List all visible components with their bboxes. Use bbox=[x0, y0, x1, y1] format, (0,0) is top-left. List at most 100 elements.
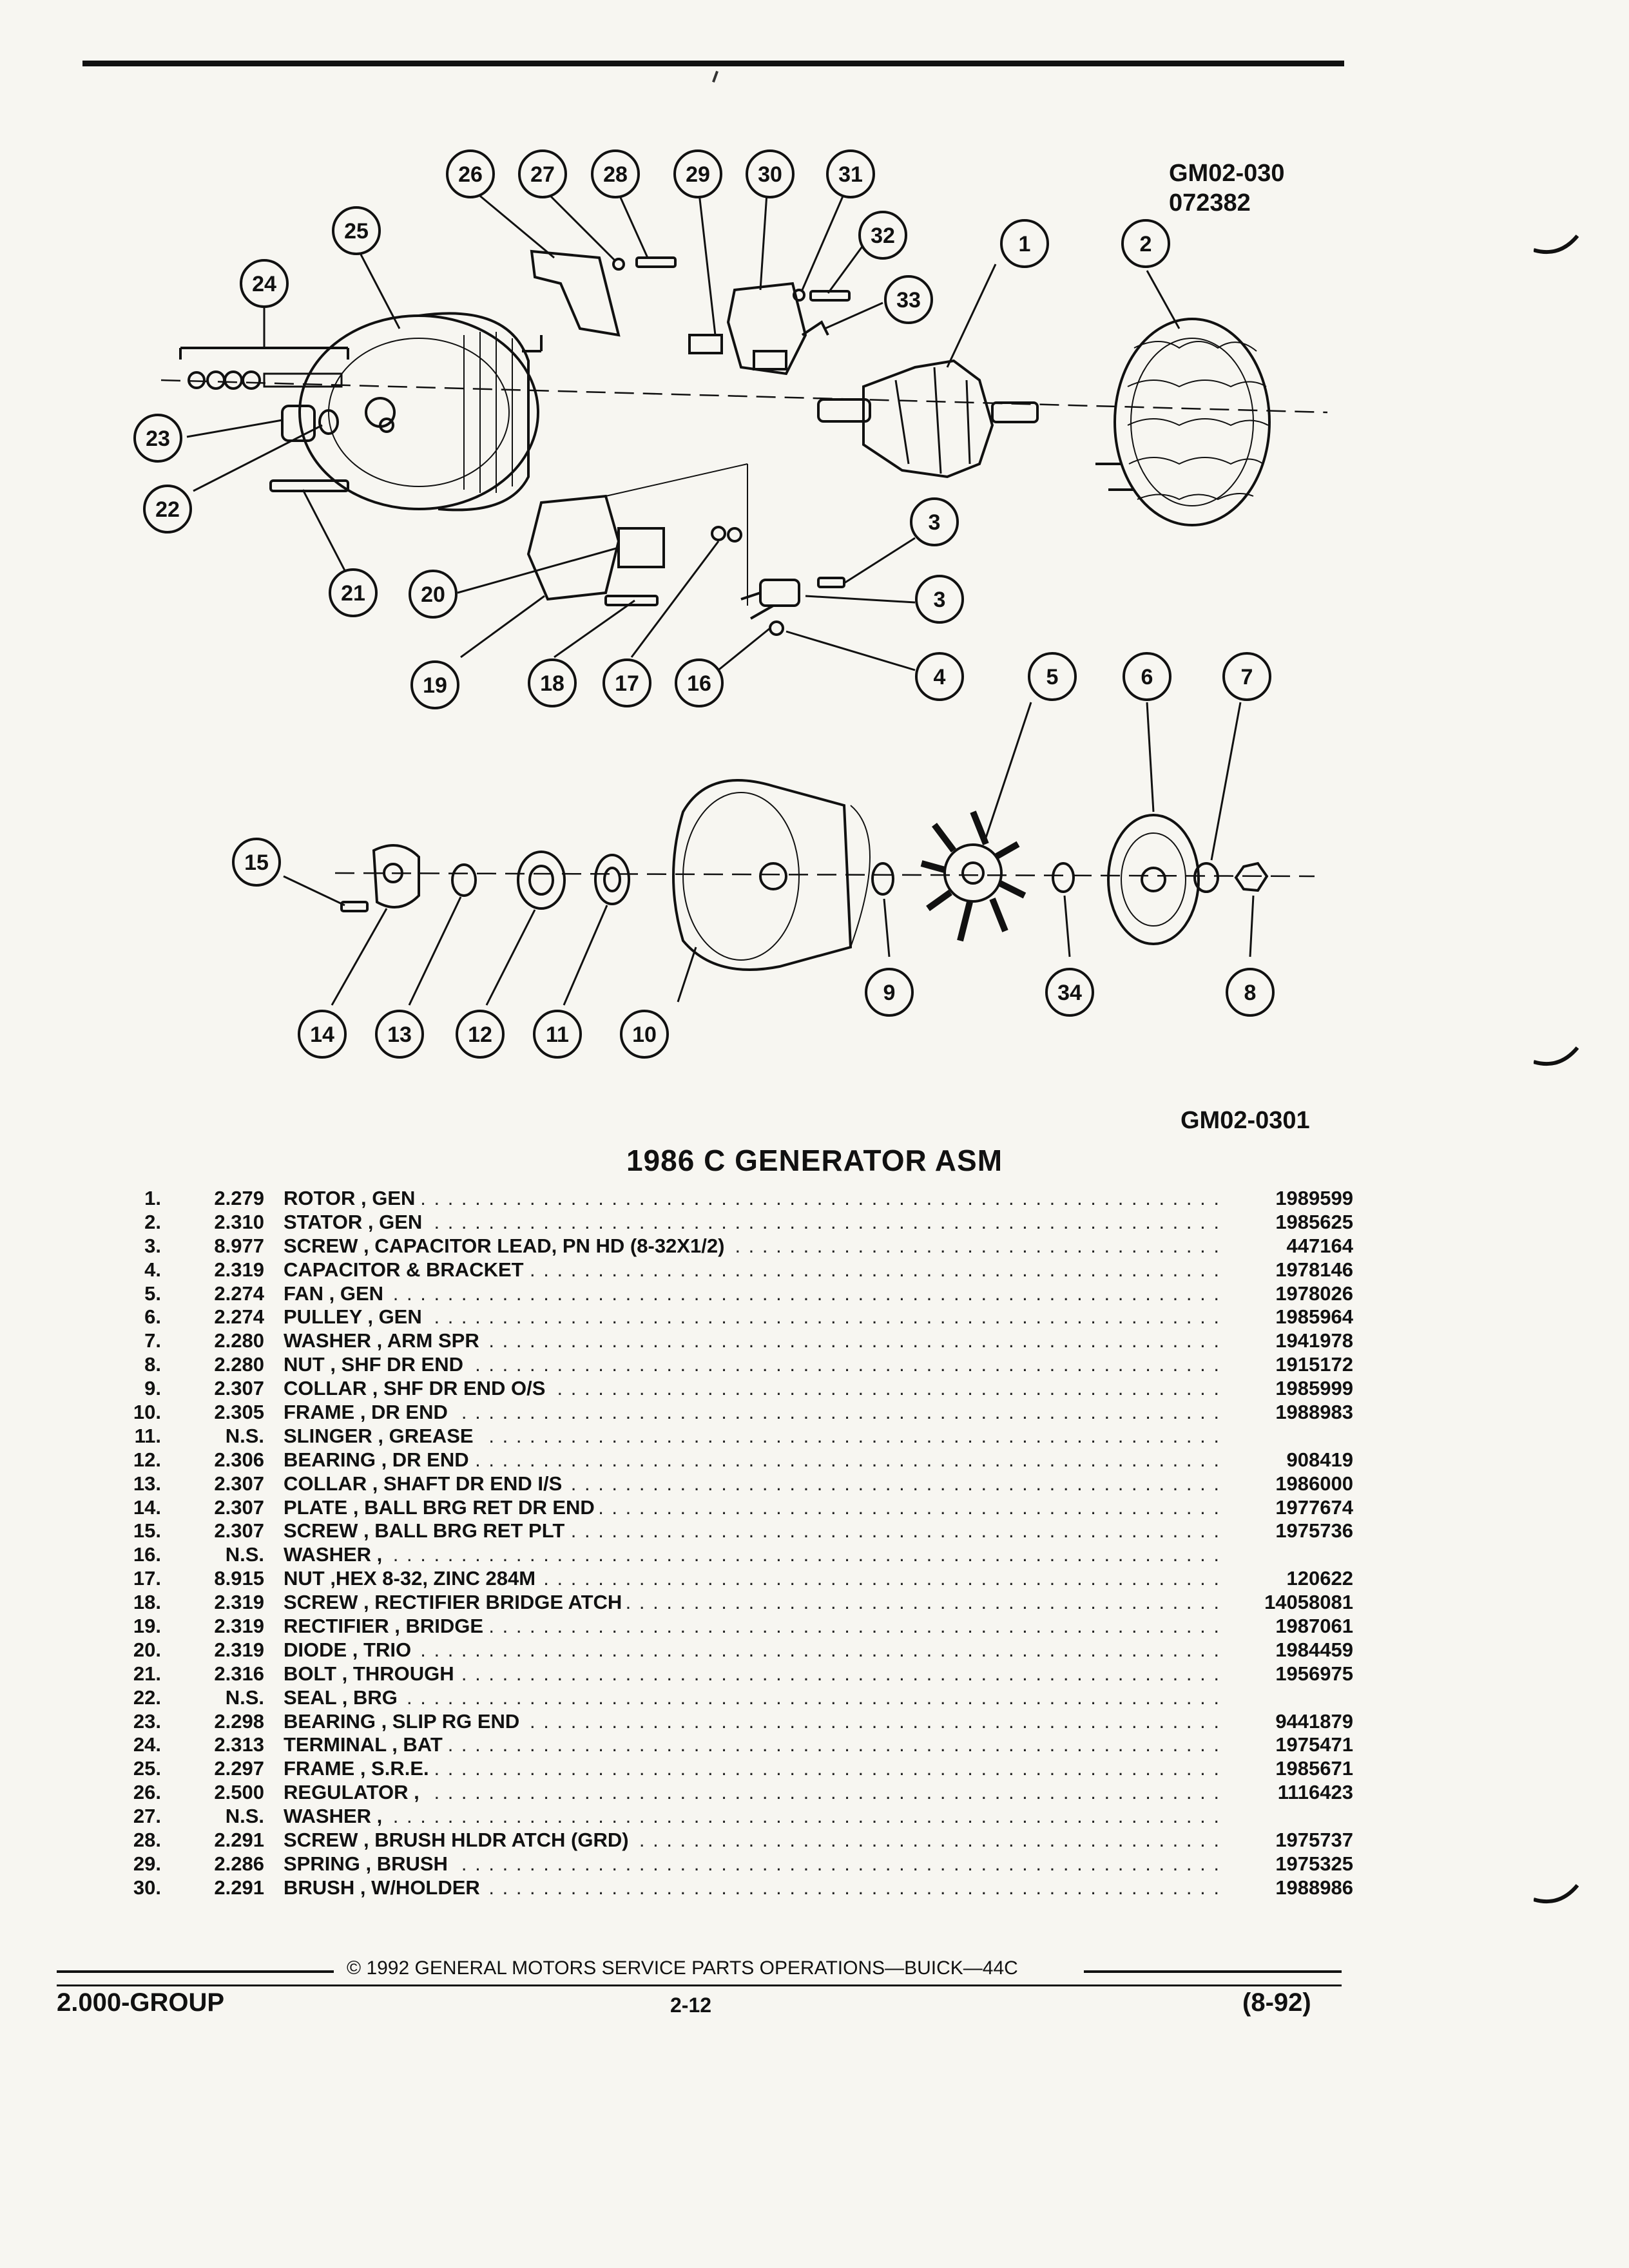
part-description: SEAL , BRG bbox=[264, 1686, 1224, 1709]
callout-28 bbox=[591, 149, 640, 198]
part-number: 1975737 bbox=[1275, 1829, 1353, 1852]
callout-3b bbox=[915, 652, 964, 701]
group-number: 2.307 bbox=[214, 1495, 264, 1519]
callout-29 bbox=[673, 149, 722, 198]
callout-14 bbox=[298, 1010, 347, 1059]
table-row: 16.N.S.WASHER , bbox=[97, 1543, 1353, 1567]
exploded-parts-diagram: 1233456789101112131415161718192021222324… bbox=[133, 149, 1328, 1059]
callout-20 bbox=[409, 570, 458, 619]
part-number: 1116423 bbox=[1277, 1781, 1353, 1804]
callout-10 bbox=[620, 1010, 669, 1059]
part-description: FRAME , DR END bbox=[264, 1401, 1224, 1424]
shaft-nut-part bbox=[1234, 861, 1269, 892]
callout-label: 15 bbox=[244, 850, 269, 875]
part-number: 447164 bbox=[1286, 1234, 1353, 1257]
item-number: 23. bbox=[133, 1709, 161, 1733]
callout-11 bbox=[533, 1010, 582, 1059]
item-number: 28. bbox=[133, 1829, 161, 1852]
group-number: 8.915 bbox=[214, 1567, 264, 1590]
item-number: 2. bbox=[144, 1210, 161, 1233]
callout-label: 21 bbox=[341, 581, 365, 606]
part-number: 1987061 bbox=[1275, 1615, 1353, 1638]
item-number: 20. bbox=[133, 1638, 161, 1661]
brush-holder-part bbox=[688, 282, 851, 376]
callout-16 bbox=[675, 658, 724, 707]
footer-rule-full bbox=[57, 1984, 1342, 1986]
callout-label: 26 bbox=[458, 162, 483, 187]
item-number: 1. bbox=[144, 1187, 161, 1209]
part-description: RECTIFIER , BRIDGE bbox=[264, 1615, 1224, 1638]
washer-34-part bbox=[1052, 862, 1075, 893]
group-number: 2.319 bbox=[214, 1591, 264, 1614]
part-description: SCREW , RECTIFIER BRIDGE ATCH bbox=[264, 1591, 1224, 1614]
frame-dr-end-part bbox=[672, 779, 871, 971]
part-number: 1988986 bbox=[1275, 1876, 1353, 1899]
rotor-part bbox=[817, 359, 1039, 479]
item-number: 29. bbox=[133, 1852, 161, 1875]
part-number: 1985999 bbox=[1275, 1377, 1353, 1400]
group-number: 2.307 bbox=[214, 1472, 264, 1495]
group-number: 2.313 bbox=[214, 1733, 264, 1756]
callout-26 bbox=[446, 149, 495, 198]
group-number: 2.319 bbox=[214, 1638, 264, 1661]
group-number: N.S. bbox=[225, 1424, 264, 1447]
part-description: NUT , SHF DR END bbox=[264, 1353, 1224, 1376]
collar-outer-part bbox=[871, 862, 894, 896]
callout-13 bbox=[375, 1010, 424, 1059]
callout-label: 32 bbox=[871, 224, 895, 248]
part-number: 1986000 bbox=[1275, 1472, 1353, 1495]
item-number: 8. bbox=[144, 1353, 161, 1376]
part-number: 1915172 bbox=[1275, 1353, 1353, 1376]
group-number: 2.280 bbox=[214, 1353, 264, 1376]
callout-label: 6 bbox=[1141, 665, 1153, 689]
callout-1 bbox=[1000, 219, 1049, 268]
rectifier-screw-part bbox=[604, 595, 659, 606]
part-number: 1984459 bbox=[1275, 1638, 1353, 1661]
footer-group: 2.000-GROUP bbox=[57, 1988, 225, 2017]
callout-label: 30 bbox=[758, 162, 782, 187]
table-row: 27.N.S.WASHER , bbox=[97, 1805, 1353, 1829]
binder-mark-3 bbox=[1534, 1884, 1579, 1904]
part-number: 120622 bbox=[1286, 1567, 1353, 1590]
retainer-plate-part bbox=[340, 844, 420, 912]
footer-copyright: © 1992 GENERAL MOTORS SERVICE PARTS OPER… bbox=[347, 1957, 1018, 1979]
callout-label: 31 bbox=[838, 162, 863, 187]
part-description: PLATE , BALL BRG RET DR END bbox=[264, 1495, 1224, 1519]
callout-31 bbox=[826, 149, 875, 198]
capacitor-bracket-part bbox=[740, 577, 845, 636]
part-number: 908419 bbox=[1286, 1448, 1353, 1471]
callout-2 bbox=[1121, 219, 1170, 268]
upper-centerline bbox=[160, 379, 1328, 414]
part-number: 1956975 bbox=[1275, 1662, 1353, 1685]
group-number: N.S. bbox=[225, 1543, 264, 1566]
part-description: ROTOR , GEN bbox=[264, 1187, 1224, 1210]
part-number: 1977674 bbox=[1275, 1495, 1353, 1519]
callout-label: 20 bbox=[421, 582, 445, 607]
washer-part bbox=[727, 527, 742, 543]
seal-part bbox=[318, 409, 339, 435]
callout-label: 34 bbox=[1057, 981, 1082, 1005]
part-number: 1941978 bbox=[1275, 1329, 1353, 1352]
group-number: 2.307 bbox=[214, 1519, 264, 1542]
callout-label: 27 bbox=[530, 162, 555, 187]
callout-label: 5 bbox=[1046, 665, 1059, 689]
group-number: 2.279 bbox=[214, 1187, 264, 1209]
bearing-slip-ring-part bbox=[281, 405, 316, 442]
callout-19 bbox=[410, 660, 459, 709]
callout-label: 29 bbox=[686, 162, 710, 187]
item-number: 30. bbox=[133, 1876, 161, 1899]
callout-32 bbox=[858, 211, 907, 260]
item-number: 14. bbox=[133, 1495, 161, 1519]
part-description: DIODE , TRIO bbox=[264, 1638, 1224, 1662]
part-description: REGULATOR , bbox=[264, 1781, 1224, 1804]
part-description: WASHER , ARM SPR bbox=[264, 1329, 1224, 1352]
part-number: 9441879 bbox=[1275, 1709, 1353, 1733]
item-number: 19. bbox=[133, 1615, 161, 1638]
callout-label: 3 bbox=[934, 588, 946, 612]
